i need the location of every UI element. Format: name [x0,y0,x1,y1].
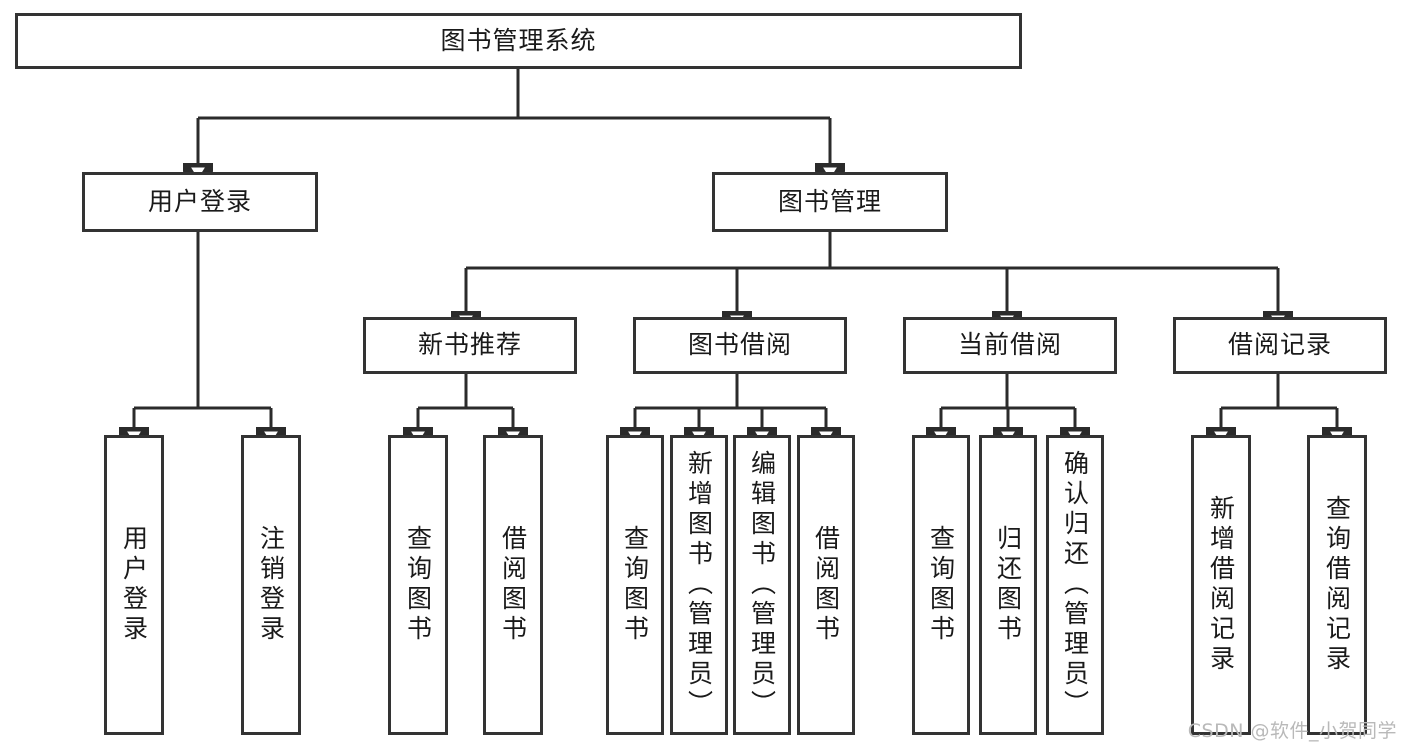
node-label: 确认归还（管理员） [1060,450,1090,720]
watermark-text: CSDN @软件_小贺同学 [1187,720,1397,742]
node-leaf-add-book-admin[interactable]: 新增图书（管理员） [670,435,728,735]
node-book-borrow[interactable]: 图书借阅 [633,317,847,374]
node-leaf-add-borrow-record[interactable]: 新增借阅记录 [1191,435,1251,735]
node-label: 查询图书 [620,525,650,645]
node-label: 编辑图书（管理员） [747,450,777,720]
node-label: 查询图书 [926,525,956,645]
node-label: 图书管理系统 [440,25,597,55]
node-label: 注销登录 [256,525,286,645]
node-label: 归还图书 [993,525,1023,645]
node-leaf-logout[interactable]: 注销登录 [241,435,301,735]
node-borrow-records[interactable]: 借阅记录 [1173,317,1387,374]
node-label: 借阅图书 [498,525,528,645]
node-label: 借阅记录 [1227,330,1332,360]
node-user-login[interactable]: 用户登录 [82,172,318,232]
node-label: 查询图书 [403,525,433,645]
node-label: 用户登录 [119,525,149,645]
node-label: 用户登录 [147,186,252,216]
node-leaf-edit-book-admin[interactable]: 编辑图书（管理员） [733,435,791,735]
node-leaf-query-book-recommend[interactable]: 查询图书 [388,435,448,735]
node-leaf-borrow-book-recommend[interactable]: 借阅图书 [483,435,543,735]
node-label: 图书管理 [777,186,882,216]
node-label: 新增图书（管理员） [684,450,714,720]
node-label: 图书借阅 [687,330,792,360]
node-label: 查询借阅记录 [1322,495,1352,675]
node-label: 当前借阅 [957,330,1062,360]
node-leaf-borrow-book[interactable]: 借阅图书 [797,435,855,735]
node-current-borrow[interactable]: 当前借阅 [903,317,1117,374]
node-leaf-query-book-current[interactable]: 查询图书 [912,435,970,735]
node-book-management[interactable]: 图书管理 [712,172,948,232]
node-label: 借阅图书 [811,525,841,645]
node-leaf-user-login[interactable]: 用户登录 [104,435,164,735]
node-leaf-query-book-borrow[interactable]: 查询图书 [606,435,664,735]
node-leaf-return-book[interactable]: 归还图书 [979,435,1037,735]
node-label: 新书推荐 [417,330,522,360]
node-new-book-recommend[interactable]: 新书推荐 [363,317,577,374]
node-root-system[interactable]: 图书管理系统 [15,13,1022,69]
node-leaf-confirm-return-admin[interactable]: 确认归还（管理员） [1046,435,1104,735]
node-leaf-query-borrow-record[interactable]: 查询借阅记录 [1307,435,1367,735]
node-label: 新增借阅记录 [1206,495,1236,675]
